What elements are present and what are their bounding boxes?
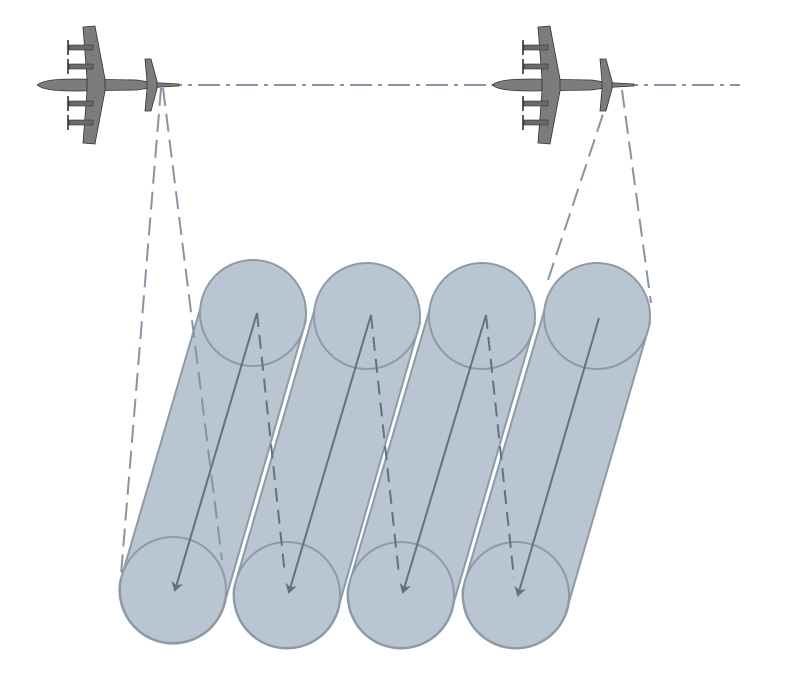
scan-footprint-top (313, 262, 421, 370)
scan-arrow (514, 317, 600, 597)
view-cone-line (162, 87, 223, 561)
scan-footprint-bottom (462, 541, 570, 649)
scan-cylinder-3 (346, 262, 537, 650)
view-cone-line (621, 89, 652, 304)
retrace-line (485, 314, 515, 579)
scan-footprint-top (543, 262, 651, 370)
scan-footprint-bottom (347, 541, 455, 649)
scan-arrow (171, 312, 258, 592)
scan-cylinder-2 (232, 262, 422, 650)
view-cone-line (547, 89, 612, 281)
scan-footprint-top (199, 259, 307, 367)
aircraft-icon (491, 25, 635, 145)
scan-arrow (285, 314, 372, 594)
scan-footprint-bottom (233, 541, 341, 649)
view-cone-line (120, 87, 162, 576)
scan-arrow (399, 314, 487, 594)
scan-footprint-bottom (119, 536, 227, 644)
scan-footprint-top (428, 262, 536, 370)
